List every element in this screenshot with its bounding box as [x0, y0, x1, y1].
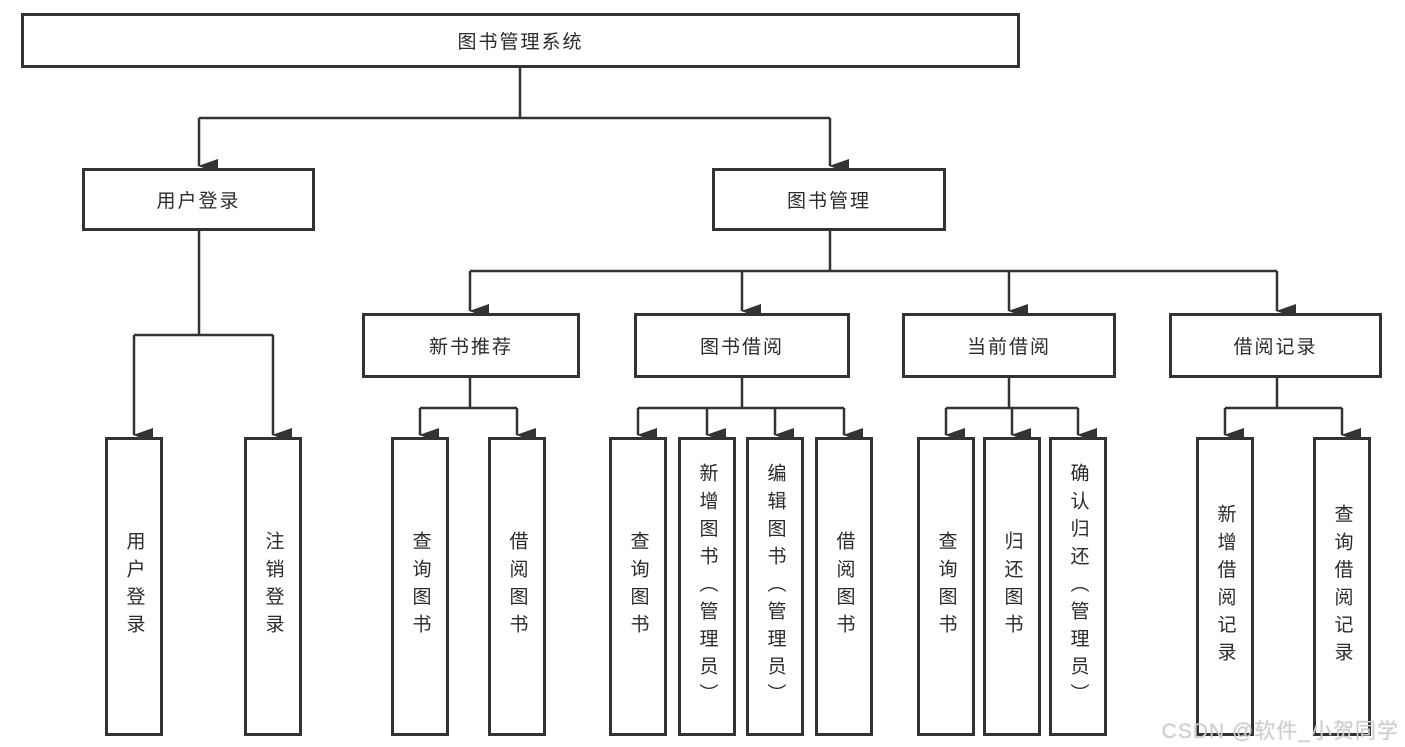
node-user-login: 用户登录 [82, 168, 315, 231]
connector-current-branch [944, 378, 1097, 442]
leaf-label: 注销登录 [262, 531, 284, 642]
node-label: 图书借阅 [699, 337, 784, 358]
connector-borrow-branch [636, 378, 863, 442]
leaf-label: 确认归还（管理员） [1067, 462, 1089, 711]
leaf-label: 用户登录 [123, 531, 145, 642]
leaf-label: 借阅图书 [506, 531, 528, 642]
node-label: 用户登录 [156, 191, 241, 212]
connector-recommend-branch [418, 378, 536, 442]
connector-root-to-level2 [197, 68, 849, 173]
leaf-recommend-query-book: 查询图书 [391, 437, 449, 736]
leaf-label: 借阅图书 [833, 531, 855, 642]
leaf-current-query-book: 查询图书 [917, 437, 975, 736]
node-label: 借阅记录 [1233, 337, 1318, 358]
leaf-logout-login: 注销登录 [244, 437, 302, 736]
node-library-management-system: 图书管理系统 [21, 13, 1020, 68]
leaf-label: 查询借阅记录 [1331, 503, 1353, 670]
node-current-borrow: 当前借阅 [902, 313, 1116, 378]
node-label: 图书管理系统 [457, 32, 584, 53]
leaf-borrow-query-book: 查询图书 [609, 437, 667, 736]
node-label: 新书推荐 [428, 337, 513, 358]
leaf-label: 新增借阅记录 [1214, 503, 1236, 670]
leaf-user-login: 用户登录 [105, 437, 163, 736]
leaf-current-return-book: 归还图书 [983, 437, 1041, 736]
leaf-label: 查询图书 [409, 531, 431, 642]
connector-records-branch [1223, 378, 1361, 442]
node-label: 当前借阅 [966, 337, 1051, 358]
node-book-management: 图书管理 [712, 168, 946, 231]
node-book-borrow: 图书借阅 [634, 313, 850, 378]
leaf-borrow-borrow-book: 借阅图书 [815, 437, 873, 736]
leaf-label: 查询图书 [935, 531, 957, 642]
node-label: 图书管理 [786, 191, 871, 212]
connector-user-login-branch [132, 231, 292, 442]
leaf-borrow-edit-book-admin: 编辑图书（管理员） [746, 437, 804, 736]
leaf-records-add-record: 新增借阅记录 [1196, 437, 1254, 736]
leaf-current-confirm-return-admin: 确认归还（管理员） [1049, 437, 1107, 736]
leaf-recommend-borrow-book: 借阅图书 [488, 437, 546, 736]
leaf-borrow-add-book-admin: 新增图书（管理员） [678, 437, 736, 736]
leaf-label: 新增图书（管理员） [696, 462, 718, 711]
node-borrow-records: 借阅记录 [1169, 313, 1382, 378]
node-new-book-recommend: 新书推荐 [362, 313, 580, 378]
connector-book-mgmt-branch [468, 231, 1296, 318]
csdn-watermark: CSDN @软件_小贺同学 [1161, 720, 1399, 743]
leaf-records-query-record: 查询借阅记录 [1313, 437, 1371, 736]
leaf-label: 归还图书 [1001, 531, 1023, 642]
leaf-label: 查询图书 [627, 531, 649, 642]
leaf-label: 编辑图书（管理员） [764, 462, 786, 711]
